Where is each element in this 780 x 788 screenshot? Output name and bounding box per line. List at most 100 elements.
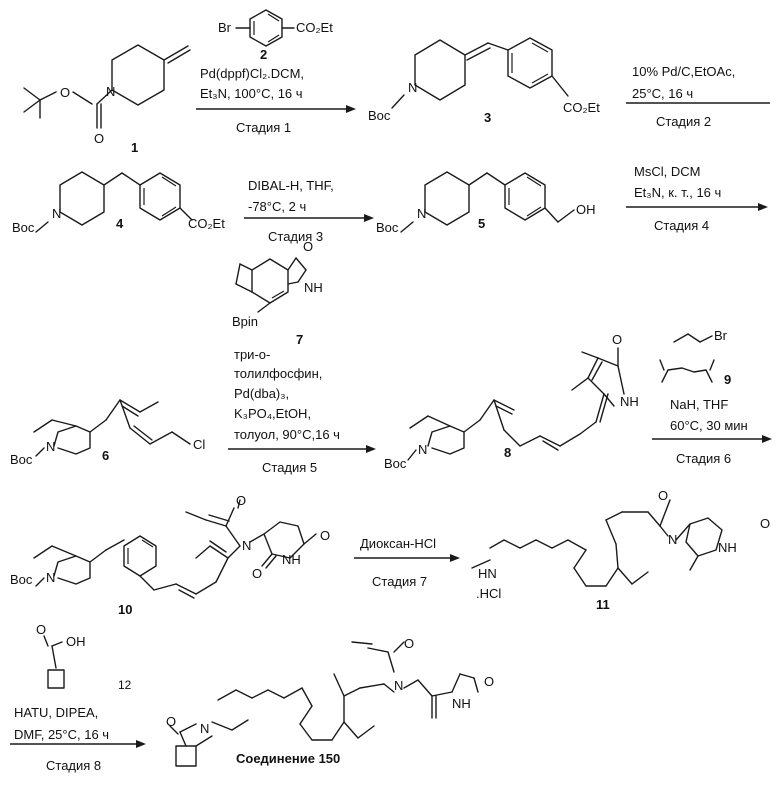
step-2-conditions: 25°C, 16 ч (632, 86, 693, 101)
reagent-2: Br CO₂Et 2 (218, 10, 333, 62)
step-1-arrowhead (346, 105, 356, 113)
compound-10-oxygen-2: O (252, 566, 262, 581)
compound-8-oxygen: O (612, 332, 622, 347)
step-4-arrowhead (758, 203, 768, 211)
compound-150-amide-nitrogen: N (200, 721, 209, 736)
compound-11-oxygen-1: O (658, 488, 668, 503)
compound-11-amine: HN (478, 566, 497, 581)
step-6-arrowhead (762, 435, 772, 443)
compound-6-label: 6 (102, 448, 109, 463)
step-5-base: K₃PO₄,EtOH, (234, 406, 311, 421)
step-2: 10% Pd/C,EtOAc, 25°C, 16 ч Стадия 2 (626, 64, 770, 129)
step-5-ligand-line-2: толилфосфин, (234, 366, 322, 381)
compound-11-hcl-salt: .HCl (476, 586, 501, 601)
compound-4: N Boc CO₂Et 4 (12, 172, 225, 235)
compound-150-oxygen-3: O (484, 674, 494, 689)
step-4-conditions: Et₃N, к. т., 16 ч (634, 185, 721, 200)
compound-11: HN .HCl N O O NH 11 (472, 488, 770, 612)
compound-1-ester-oxygen: O (60, 85, 70, 100)
compound-150-label: Соединение 150 (236, 751, 340, 766)
step-7-stage: Стадия 7 (372, 574, 427, 589)
step-5-stage: Стадия 5 (262, 460, 317, 475)
compound-11-nh: NH (718, 540, 737, 555)
step-5-arrowhead (366, 445, 376, 453)
compound-3-nitrogen: N (408, 80, 417, 95)
reagent-12-label: 12 (118, 678, 132, 692)
compound-5-boc: Boc (376, 220, 399, 235)
compound-4-label: 4 (116, 216, 124, 231)
step-6-stage: Стадия 6 (676, 451, 731, 466)
reagent-12: O OH 12 (36, 622, 132, 692)
compound-10-boc: Boc (10, 572, 33, 587)
compound-10-oxygen-1: O (236, 493, 246, 508)
step-1: Pd(dppf)Cl₂.DCM, Et₃N, 100°C, 16 ч Стади… (196, 66, 356, 135)
compound-4-boc: Boc (12, 220, 35, 235)
compound-3-label: 3 (484, 110, 491, 125)
compound-5-nitrogen: N (417, 206, 426, 221)
reagent-7: O NH Bpin 7 (232, 239, 323, 347)
reagent-9-bromine: Br (714, 328, 728, 343)
reagent-9: Br 9 (660, 328, 731, 387)
step-5-ligand-line-1: три-о- (234, 347, 270, 362)
step-3-reagent: DIBAL-H, THF, (248, 178, 334, 193)
step-5: три-о- толилфосфин, Pd(dba)₃, K₃PO₄,EtOH… (228, 347, 376, 475)
compound-1-carbonyl-oxygen: O (94, 131, 104, 146)
compound-5: N Boc OH 5 (376, 172, 596, 235)
step-6-reagent: NaH, THF (670, 397, 728, 412)
step-2-stage: Стадия 2 (656, 114, 711, 129)
compound-3: N Boc CO₂Et 3 (368, 38, 600, 125)
step-6-conditions: 60°C, 30 мин (670, 418, 748, 433)
compound-10-label: 10 (118, 602, 132, 617)
compound-150-central-nitrogen: N (394, 678, 403, 693)
compound-150-carbonyl-oxygen: O (166, 714, 176, 729)
step-3-conditions: -78°C, 2 ч (248, 199, 306, 214)
reagent-7-oxygen: O (303, 239, 313, 254)
reagent-12-hydroxyl: OH (66, 634, 86, 649)
compound-11-oxygen-2: O (760, 516, 770, 531)
compound-8-nh: NH (620, 394, 639, 409)
compound-10-amide-nitrogen: N (242, 538, 251, 553)
step-8-conditions: DMF, 25°C, 16 ч (14, 727, 109, 742)
compound-10-amine-nitrogen: N (46, 570, 55, 585)
step-1-stage: Стадия 1 (236, 120, 291, 135)
compound-11-label: 11 (596, 597, 610, 612)
reagent-12-carbonyl-oxygen: O (36, 622, 46, 637)
step-4-reagent: MsCl, DCM (634, 164, 700, 179)
compound-5-hydroxyl: OH (576, 202, 596, 217)
step-8-arrowhead (136, 740, 146, 748)
compound-5-label: 5 (478, 216, 485, 231)
compound-3-boc: Boc (368, 108, 391, 123)
compound-3-ester: CO₂Et (563, 100, 600, 115)
reagent-2-ester: CO₂Et (296, 20, 333, 35)
compound-11-nitrogen: N (668, 532, 677, 547)
compound-6-chlorine: Cl (193, 437, 205, 452)
compound-10-nh: NH (282, 552, 301, 567)
reagent-7-nh: NH (304, 280, 323, 295)
compound-1-nitrogen: N (106, 84, 115, 99)
step-2-catalyst: 10% Pd/C,EtOAc, (632, 64, 735, 79)
reagent-2-label: 2 (260, 47, 267, 62)
compound-6-boc: Boc (10, 452, 33, 467)
compound-8-nitrogen: N (418, 442, 427, 457)
reagent-9-label: 9 (724, 372, 731, 387)
step-3: DIBAL-H, THF, -78°C, 2 ч Стадия 3 (244, 178, 374, 244)
step-4: MsCl, DCM Et₃N, к. т., 16 ч Стадия 4 (626, 164, 768, 233)
step-1-conditions: Et₃N, 100°C, 16 ч (200, 86, 303, 101)
compound-6: N Boc Cl 6 (10, 400, 205, 467)
compound-1-label: 1 (131, 140, 138, 155)
compound-150: O N N O O NH Соединение 150 (166, 636, 494, 766)
step-3-stage: Стадия 3 (268, 229, 323, 244)
compound-150-nh: NH (452, 696, 471, 711)
compound-8: N Boc O NH 8 (384, 332, 639, 471)
reagent-7-label: 7 (296, 332, 303, 347)
compound-10: N Boc N O O O NH 10 (10, 493, 330, 617)
compound-4-ester: CO₂Et (188, 216, 225, 231)
compound-150-oxygen-2: O (404, 636, 414, 651)
step-7-reagent: Диоксан-HCl (360, 536, 436, 551)
step-8-reagents: HATU, DIPEA, (14, 705, 98, 720)
compound-1: N O O 1 (24, 45, 190, 155)
step-3-arrowhead (364, 214, 374, 222)
step-7: Диоксан-HCl Стадия 7 (354, 536, 460, 589)
step-4-stage: Стадия 4 (654, 218, 709, 233)
